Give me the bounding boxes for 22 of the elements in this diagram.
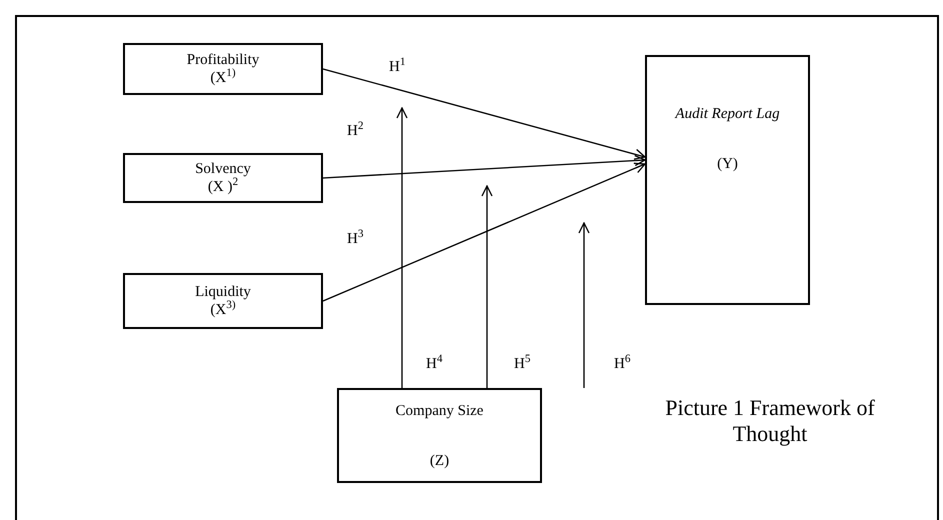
arrow (322, 162, 646, 302)
arrow (578, 222, 590, 388)
variable-label: (X$^{3)}$ (210, 301, 236, 319)
arrow (481, 185, 493, 388)
variable-label: Solvency (195, 160, 251, 178)
arrow (322, 68, 646, 160)
variable-label: (X$^{1)}$ (210, 69, 236, 87)
variable-box (337, 388, 542, 483)
variable-label: Liquidity (195, 283, 251, 300)
variable-box (123, 273, 323, 329)
variable-box (123, 153, 323, 203)
variable-label: Company Size (396, 402, 484, 420)
arrow (396, 107, 408, 388)
variable-label: Profitability (186, 51, 260, 68)
variable-label: Audit Report Lag (675, 105, 780, 123)
variable-box (123, 43, 323, 95)
variable-box (645, 55, 810, 305)
figure-caption: Picture 1 Framework of Thought (664, 395, 876, 447)
arrow (322, 154, 646, 179)
variable-label: (X )$^{2}$ (208, 178, 238, 196)
variable-label: (Y) (717, 155, 738, 173)
variable-label: (Z) (430, 452, 450, 470)
